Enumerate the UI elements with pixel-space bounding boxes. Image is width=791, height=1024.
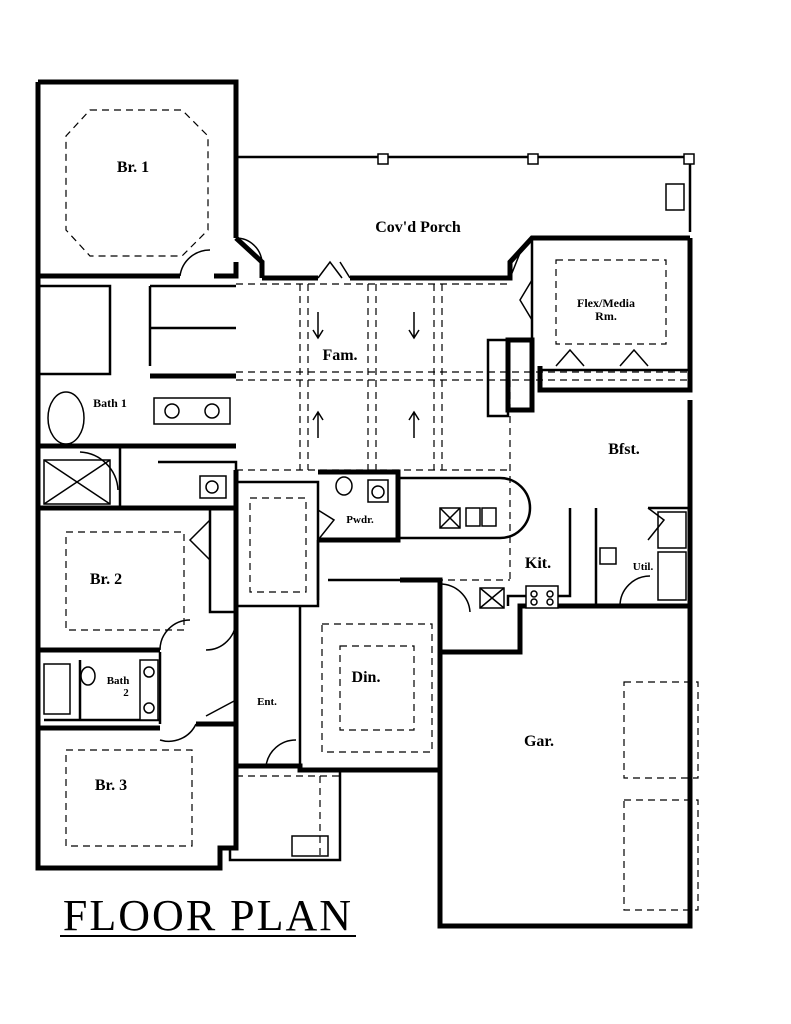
bathtub-2-icon xyxy=(43,663,71,715)
label-br3: Br. 3 xyxy=(95,777,127,794)
arrow-up-icon xyxy=(408,410,420,438)
label-br1: Br. 1 xyxy=(117,159,149,176)
arrow-up-icon xyxy=(312,410,324,438)
label-kit: Kit. xyxy=(525,555,551,572)
tub-icon xyxy=(47,391,85,445)
label-flex-2: Rm. xyxy=(595,309,617,323)
ceiling-arrows xyxy=(312,312,420,438)
label-fam: Fam. xyxy=(322,347,357,364)
label-bath2-2: 2 xyxy=(123,687,129,699)
label-flex-1: Flex/Media xyxy=(577,296,635,310)
plan-title: FLOOR PLAN xyxy=(63,891,353,940)
label-bfst: Bfst. xyxy=(608,441,640,458)
interior-walls xyxy=(38,284,690,800)
label-gar: Gar. xyxy=(524,733,554,750)
doors xyxy=(159,237,666,767)
label-bath1: Bath 1 xyxy=(93,396,127,410)
label-util: Util. xyxy=(633,561,654,573)
toilet-icon xyxy=(205,480,219,494)
room-labels: Br. 1 Cov'd Porch Flex/Media Rm. Fam. Ba… xyxy=(90,159,654,794)
fixtures xyxy=(43,153,695,721)
cooktop-icon xyxy=(525,585,559,609)
label-ent: Ent. xyxy=(257,696,277,708)
dashed-ceiling-lines xyxy=(65,109,699,911)
arrow-down-icon xyxy=(312,312,324,340)
label-br2: Br. 2 xyxy=(90,571,122,588)
label-bath2-1: Bath xyxy=(107,675,130,687)
label-pwdr: Pwdr. xyxy=(346,514,374,526)
label-din: Din. xyxy=(352,669,381,686)
arrow-down-icon xyxy=(408,312,420,340)
label-porch: Cov'd Porch xyxy=(375,219,461,236)
exterior-walls xyxy=(35,79,693,929)
